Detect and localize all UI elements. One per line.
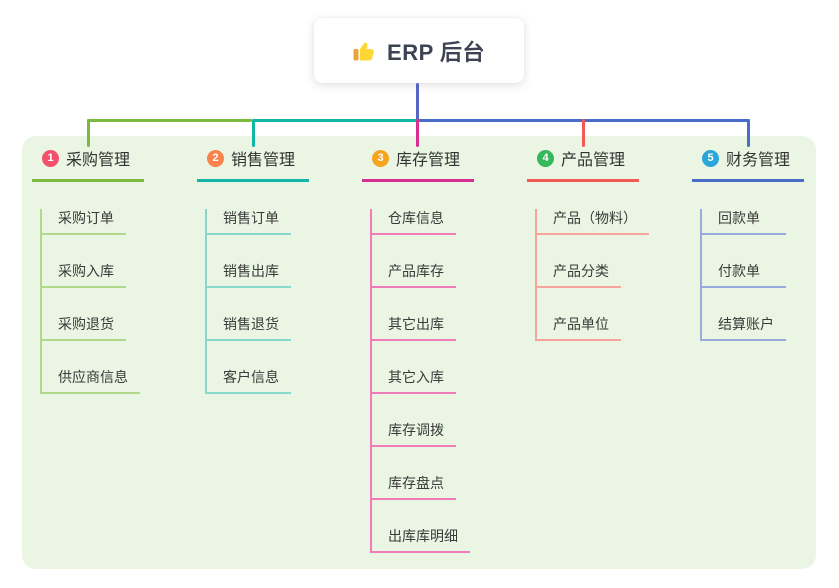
branch-children: 产品（物料） 产品分类产品单位 — [535, 209, 687, 341]
branch-header[interactable]: 3 库存管理 — [362, 146, 474, 182]
rail-segment-left — [87, 119, 252, 122]
child-node[interactable]: 回款单 — [702, 209, 786, 235]
branch-children: 回款单付款单结算账户 — [700, 209, 839, 341]
branch-drop-line — [582, 119, 585, 147]
child-node-label: 销售出库 — [223, 263, 279, 279]
child-node-label: 产品单位 — [553, 316, 609, 332]
branch-header[interactable]: 1 采购管理 — [32, 146, 144, 182]
branch-column: 3 库存管理 仓库信息产品库存其它出库其它入库库存调拨库存盘点出库库明细 — [362, 146, 522, 553]
child-node-label: 产品分类 — [553, 263, 609, 279]
child-node[interactable]: 结算账户 — [702, 315, 786, 341]
branch-column: 4 产品管理 产品（物料） 产品分类产品单位 — [527, 146, 687, 341]
branch-column: 2 销售管理 销售订单销售出库销售退货客户信息 — [197, 146, 357, 394]
branch-drop-line — [87, 119, 90, 147]
child-node-label: 付款单 — [718, 263, 760, 279]
thumbs-up-icon — [353, 42, 374, 60]
branch-children: 销售订单销售出库销售退货客户信息 — [205, 209, 357, 394]
child-node[interactable]: 仓库信息 — [372, 209, 456, 235]
child-node-label: 库存盘点 — [388, 475, 444, 491]
child-node[interactable]: 销售出库 — [207, 262, 291, 288]
child-node[interactable]: 产品库存 — [372, 262, 456, 288]
branch-header[interactable]: 4 产品管理 — [527, 146, 639, 182]
child-node-label: 产品（物料） — [553, 210, 637, 226]
child-node[interactable]: 产品（物料） — [537, 209, 649, 235]
root-node-title: ERP 后台 — [387, 39, 485, 65]
branch-drop-line — [747, 119, 750, 147]
branch-column: 5 财务管理 回款单付款单结算账户 — [692, 146, 839, 341]
branch-label: 销售管理 — [231, 152, 296, 169]
branch-number-badge: 2 — [207, 149, 224, 167]
child-node[interactable]: 库存调拨 — [372, 421, 456, 447]
child-node-label: 产品库存 — [388, 263, 444, 279]
child-node[interactable]: 采购入库 — [42, 262, 126, 288]
child-node[interactable]: 其它出库 — [372, 315, 456, 341]
child-node-label: 结算账户 — [718, 316, 774, 332]
child-node[interactable]: 客户信息 — [207, 368, 291, 394]
branch-children: 仓库信息产品库存其它出库其它入库库存调拨库存盘点出库库明细 — [370, 209, 522, 553]
branch-column: 1 采购管理 采购订单采购入库采购退货供应商信息 — [32, 146, 192, 394]
rail-segment-middle — [252, 119, 417, 122]
child-node[interactable]: 库存盘点 — [372, 474, 456, 500]
child-node[interactable]: 销售退货 — [207, 315, 291, 341]
branch-number-badge: 3 — [372, 149, 389, 167]
branch-header[interactable]: 2 销售管理 — [197, 146, 309, 182]
branch-drop-line — [416, 119, 419, 147]
child-node-label: 采购入库 — [58, 263, 114, 279]
root-node[interactable]: ERP 后台 — [314, 18, 524, 83]
child-node-label: 回款单 — [718, 210, 760, 226]
child-node-label: 其它入库 — [388, 369, 444, 385]
child-node[interactable]: 产品单位 — [537, 315, 621, 341]
child-node-label: 其它出库 — [388, 316, 444, 332]
child-node-label: 采购退货 — [58, 316, 114, 332]
root-connector-stem — [416, 83, 419, 122]
branch-header[interactable]: 5 财务管理 — [692, 146, 804, 182]
child-node[interactable]: 销售订单 — [207, 209, 291, 235]
child-node-label: 采购订单 — [58, 210, 114, 226]
child-node-label: 客户信息 — [223, 369, 279, 385]
child-node[interactable]: 其它入库 — [372, 368, 456, 394]
child-node[interactable]: 产品分类 — [537, 262, 621, 288]
child-node[interactable]: 采购退货 — [42, 315, 126, 341]
child-node[interactable]: 采购订单 — [42, 209, 126, 235]
branch-drop-line — [252, 119, 255, 147]
branch-number-badge: 4 — [537, 149, 554, 167]
child-node-label: 库存调拨 — [388, 422, 444, 438]
background-panel — [22, 136, 816, 569]
branch-number-badge: 5 — [702, 149, 719, 167]
branch-children: 采购订单采购入库采购退货供应商信息 — [40, 209, 192, 394]
child-node[interactable]: 出库库明细 — [372, 527, 470, 553]
child-node[interactable]: 付款单 — [702, 262, 786, 288]
child-node-label: 销售订单 — [223, 210, 279, 226]
branch-label: 采购管理 — [66, 152, 131, 169]
branch-label: 财务管理 — [726, 152, 791, 169]
child-node-label: 销售退货 — [223, 316, 279, 332]
branch-number-badge: 1 — [42, 149, 59, 167]
child-node-label: 仓库信息 — [388, 210, 444, 226]
child-node-label: 供应商信息 — [58, 369, 128, 385]
child-node-label: 出库库明细 — [388, 528, 458, 544]
branch-label: 产品管理 — [561, 152, 626, 169]
branch-label: 库存管理 — [396, 152, 461, 169]
child-node[interactable]: 供应商信息 — [42, 368, 140, 394]
